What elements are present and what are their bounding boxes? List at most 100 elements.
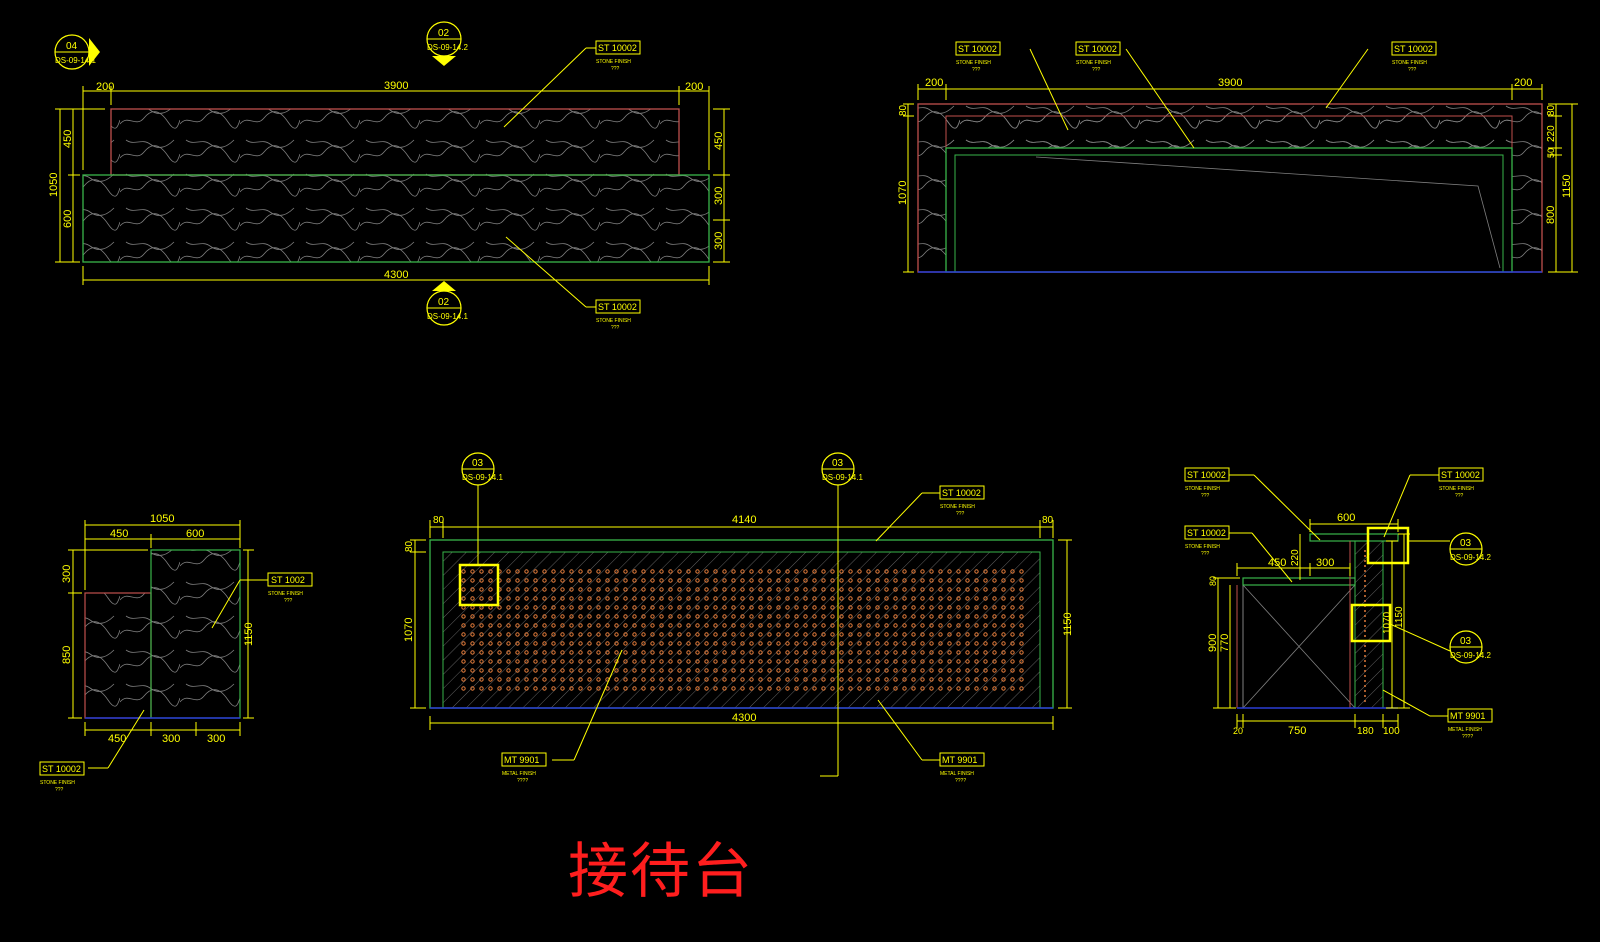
back-dim-top-left: 200 xyxy=(925,77,943,89)
svg-text:ST 10002: ST 10002 xyxy=(1187,470,1226,480)
svg-text:???: ??? xyxy=(1201,493,1210,499)
marker-04[interactable]: 04 DS-09-14.1 xyxy=(54,34,100,70)
marker-03-section-top[interactable]: 03 DS-09-14.2 xyxy=(1449,532,1491,566)
section-dim-left-a: 900 xyxy=(1207,634,1219,652)
marker-02-top[interactable]: 02 DS-09-14.2 xyxy=(426,21,468,66)
svg-text:DS-09-14.1: DS-09-14.1 xyxy=(822,473,863,482)
svg-text:03: 03 xyxy=(1460,636,1472,647)
callout-side-right[interactable]: ST 1002 STONE FINISH ??? xyxy=(267,572,313,604)
side-dimension-lines xyxy=(68,520,268,769)
svg-text:METAL FINISH: METAL FINISH xyxy=(940,771,974,777)
svg-text:03: 03 xyxy=(472,458,484,469)
plan-dim-right-bottom: 300 xyxy=(713,232,725,250)
callout-section-right-bottom[interactable]: MT 9901 METAL FINISH ???? xyxy=(1447,708,1493,740)
callout-back-3[interactable]: ST 10002 STONE FINISH ??? xyxy=(1391,41,1437,73)
svg-text:STONE FINISH: STONE FINISH xyxy=(40,780,75,786)
back-sight-line xyxy=(1035,156,1501,269)
section-dim-right-a: 1070 xyxy=(1382,611,1393,634)
svg-text:03: 03 xyxy=(832,458,844,469)
back-dim-left-top: 80 xyxy=(898,104,909,116)
marker-03-left[interactable]: 03 DS-09-14.1 xyxy=(461,452,503,486)
marker-03-section-mid[interactable]: 03 DS-09-14.2 xyxy=(1449,630,1491,664)
front-dim-top-left: 80 xyxy=(433,515,445,526)
front-dim-left-total: 1070 xyxy=(403,618,415,642)
front-dim-bottom: 4300 xyxy=(732,712,756,724)
svg-text:ST 10002: ST 10002 xyxy=(1441,470,1480,480)
side-dim-top-left: 450 xyxy=(110,528,128,540)
callout-plan-bottom[interactable]: ST 10002 STONE FINISH ??? xyxy=(595,299,641,331)
side-dim-bottom-a: 450 xyxy=(108,733,126,745)
side-dim-bottom-b: 300 xyxy=(162,733,180,745)
callout-section-left-mid[interactable]: ST 10002 STONE FINISH ??? xyxy=(1184,525,1230,557)
section-dim-left-top: 80 xyxy=(1208,576,1218,586)
back-dim-right-d: 800 xyxy=(1545,206,1557,224)
side-low-block xyxy=(84,592,152,719)
back-dim-right-c: 50 xyxy=(1546,148,1556,158)
svg-text:???: ??? xyxy=(956,511,965,517)
section-dim-right-b: 1150 xyxy=(1394,606,1405,628)
back-dim-right-total: 1150 xyxy=(1561,174,1573,198)
svg-text:MT 9901: MT 9901 xyxy=(504,755,539,765)
plan-view: 200 3900 200 4300 450 1050 600 450 300 3… xyxy=(48,21,730,331)
back-dim-left-total: 1070 xyxy=(897,181,909,205)
plan-dim-left-top: 450 xyxy=(62,130,74,148)
callout-front-top[interactable]: ST 10002 STONE FINISH ??? xyxy=(939,485,985,517)
callout-back-1[interactable]: ST 10002 STONE FINISH ??? xyxy=(955,41,1001,73)
svg-text:ST 10002: ST 10002 xyxy=(598,43,637,53)
section-dim-bottom-a: 20 xyxy=(1233,726,1243,736)
svg-text:ST 10002: ST 10002 xyxy=(42,764,81,774)
svg-text:DS-09-14.1: DS-09-14.1 xyxy=(462,473,503,482)
front-dim-top-right: 80 xyxy=(1042,515,1054,526)
svg-text:STONE FINISH: STONE FINISH xyxy=(956,60,991,66)
svg-text:ST 10002: ST 10002 xyxy=(1078,44,1117,54)
svg-text:STONE FINISH: STONE FINISH xyxy=(1185,544,1220,550)
plan-dimension-lines xyxy=(55,47,730,308)
plan-dim-bottom: 4300 xyxy=(384,269,408,281)
callout-back-2[interactable]: ST 10002 STONE FINISH ??? xyxy=(1075,41,1121,73)
svg-text:ST 1002: ST 1002 xyxy=(271,575,305,585)
svg-text:DS-09-14.2: DS-09-14.2 xyxy=(1450,553,1491,562)
back-dim-right-b: 220 xyxy=(1546,125,1557,142)
svg-text:ST 10002: ST 10002 xyxy=(942,488,981,498)
callout-front-right[interactable]: MT 9901 METAL FINISH ???? xyxy=(939,752,985,784)
svg-text:STONE FINISH: STONE FINISH xyxy=(1185,486,1220,492)
front-dim-top-mid: 4140 xyxy=(732,514,756,526)
svg-text:ST 10002: ST 10002 xyxy=(1187,528,1226,538)
back-opening xyxy=(945,147,1513,273)
section-front-panel xyxy=(1354,540,1384,709)
back-dim-right-a: 80 xyxy=(1546,104,1557,116)
svg-text:02: 02 xyxy=(438,297,450,308)
plan-dim-left-total: 1050 xyxy=(48,173,60,197)
section-dim-left-b: 770 xyxy=(1219,634,1231,652)
plan-lower-slab xyxy=(82,174,710,263)
marker-03-mid[interactable]: 03 DS-09-14.1 xyxy=(821,452,863,486)
front-perforated-metal xyxy=(460,567,1025,694)
callout-plan-top[interactable]: ST 10002 STONE FINISH ??? xyxy=(595,40,641,72)
svg-text:ST 10002: ST 10002 xyxy=(1394,44,1433,54)
svg-text:???: ??? xyxy=(284,598,293,604)
svg-text:STONE FINISH: STONE FINISH xyxy=(940,504,975,510)
svg-text:DS-09-14.1: DS-09-14.1 xyxy=(427,312,468,321)
section-countertop xyxy=(1309,533,1399,542)
section-dim-c: 300 xyxy=(1316,557,1334,569)
callout-section-left-top[interactable]: ST 10002 STONE FINISH ??? xyxy=(1184,467,1230,499)
back-dim-top-right: 200 xyxy=(1514,77,1532,89)
drawing-title: 接待台 xyxy=(568,837,754,907)
svg-text:STONE FINISH: STONE FINISH xyxy=(268,591,303,597)
callout-section-right-top[interactable]: ST 10002 STONE FINISH ??? xyxy=(1438,467,1484,499)
plan-dim-left-bottom: 600 xyxy=(62,210,74,228)
svg-text:???: ??? xyxy=(1455,493,1464,499)
section-dimension-lines xyxy=(1213,474,1451,728)
side-dim-left-bottom: 850 xyxy=(61,646,73,664)
callout-front-left[interactable]: MT 9901 METAL FINISH ???? xyxy=(501,752,547,784)
plan-dim-right-top: 450 xyxy=(713,132,725,150)
section-detail-box-mid[interactable] xyxy=(1350,603,1392,643)
callout-side-bottom[interactable]: ST 10002 STONE FINISH ??? xyxy=(39,761,85,793)
svg-text:STONE FINISH: STONE FINISH xyxy=(596,318,631,324)
svg-text:???: ??? xyxy=(1408,67,1417,73)
svg-text:MT 9901: MT 9901 xyxy=(1450,711,1485,721)
front-detail-box[interactable] xyxy=(458,563,500,607)
marker-02-bottom[interactable]: 02 DS-09-14.1 xyxy=(426,281,468,326)
side-high-block xyxy=(150,549,241,719)
